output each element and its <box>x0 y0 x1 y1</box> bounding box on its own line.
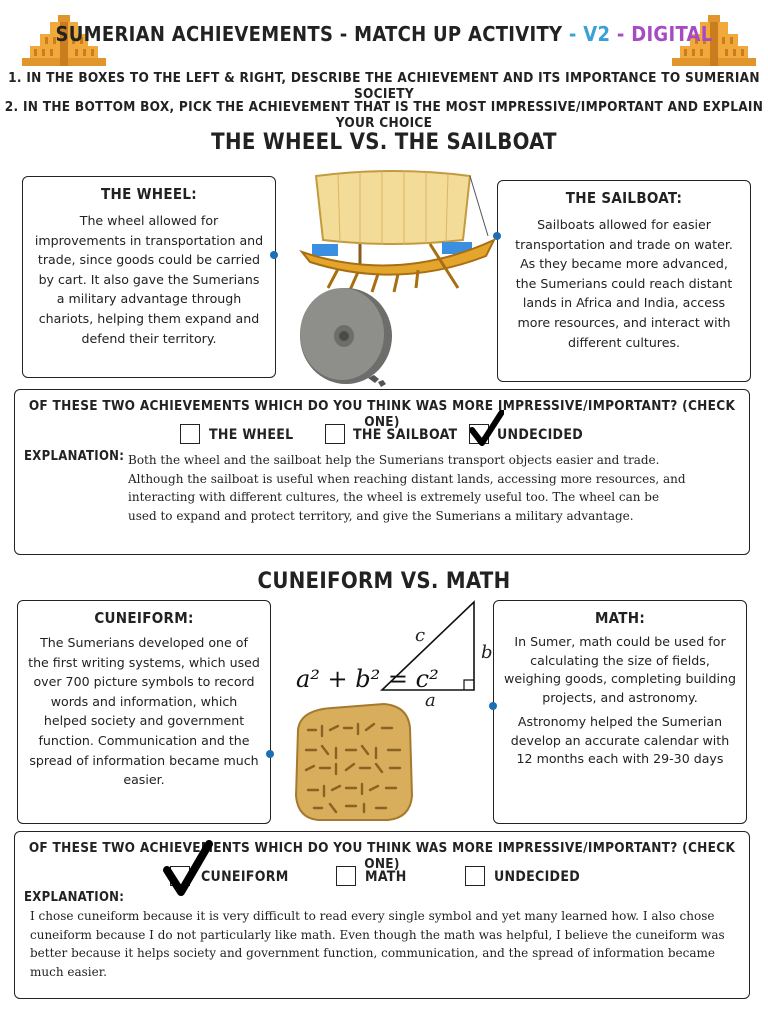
choice-box-2: OF THESE TWO ACHIEVEMENTS WHICH DO YOU T… <box>14 831 750 999</box>
ziggurat-icon <box>22 15 106 66</box>
explanation-text[interactable]: Both the wheel and the sailboat help the… <box>128 453 686 523</box>
wheel-card: THE WHEEL: The wheel allowed for improve… <box>22 176 276 378</box>
title-main: SUMERIAN ACHIEVEMENTS - MATCH UP ACTIVIT… <box>55 22 563 46</box>
title-digital: DIGITAL <box>631 22 713 46</box>
instruction-1: 1. IN THE BOXES TO THE LEFT & RIGHT, DES… <box>8 70 760 102</box>
choice-question: OF THESE TWO ACHIEVEMENTS WHICH DO YOU T… <box>28 840 736 872</box>
ziggurat-icon <box>672 15 756 66</box>
title-separator: - <box>562 22 584 46</box>
math-card-text[interactable]: In Sumer, math could be used for calcula… <box>504 634 736 705</box>
choice-question: OF THESE TWO ACHIEVEMENTS WHICH DO YOU T… <box>28 398 736 430</box>
sailboat-illustration <box>299 170 497 293</box>
page-title: SUMERIAN ACHIEVEMENTS - MATCH UP ACTIVIT… <box>0 22 768 46</box>
checkbox-the-sailboat[interactable] <box>325 424 345 444</box>
cuneiform-card-text[interactable]: The Sumerians developed one of the first… <box>28 635 260 788</box>
checkbox-math[interactable] <box>336 866 356 886</box>
math-card-heading: MATH: <box>594 609 646 627</box>
option-label-the-sailboat[interactable]: THE SAILBOAT <box>353 427 458 443</box>
check-mark-icon <box>470 410 504 446</box>
wheel-card-text[interactable]: The wheel allowed for improvements in tr… <box>34 213 264 346</box>
cuneiform-card-heading: CUNEIFORM: <box>94 609 194 627</box>
title-separator: - <box>610 22 632 46</box>
triangle-label-c: c <box>415 625 426 646</box>
math-card: MATH: In Sumer, math could be used for c… <box>493 600 747 824</box>
choice-box-1: OF THESE TWO ACHIEVEMENTS WHICH DO YOU T… <box>14 389 750 555</box>
option-label-math[interactable]: MATH <box>365 869 407 885</box>
connector-dot <box>493 232 501 240</box>
sailboat-card-text[interactable]: Sailboats allowed for easier transportat… <box>515 217 733 350</box>
check-mark-icon <box>163 840 213 896</box>
checkbox-the-wheel[interactable] <box>180 424 200 444</box>
cuneiform-tablet-illustration <box>294 702 414 821</box>
checkbox-undecided[interactable] <box>465 866 485 886</box>
triangle-label-a: a <box>425 690 436 711</box>
section-title-cuneiform-vs-math: CUNEIFORM VS. MATH <box>257 569 511 594</box>
option-label-the-wheel[interactable]: THE WHEEL <box>209 427 294 443</box>
connector-dot <box>489 702 497 710</box>
right-triangle-illustration <box>380 600 475 691</box>
math-card-text-2[interactable]: Astronomy helped the Sumerian develop an… <box>510 714 730 766</box>
pythagorean-formula: a² + b² = c² <box>296 665 439 693</box>
section-title-wheel-vs-sailboat: THE WHEEL VS. THE SAILBOAT <box>211 130 557 155</box>
triangle-label-b: b <box>481 642 493 663</box>
explanation-label: EXPLANATION: <box>24 890 125 905</box>
option-label-undecided[interactable]: UNDECIDED <box>494 869 580 885</box>
cuneiform-card: CUNEIFORM: The Sumerians developed one o… <box>17 600 271 824</box>
connector-dot <box>270 251 278 259</box>
wheel-card-heading: THE WHEEL: <box>100 185 198 203</box>
connector-dot <box>266 750 274 758</box>
title-version: V2 <box>583 22 611 46</box>
option-label-cuneiform[interactable]: CUNEIFORM <box>201 869 289 885</box>
option-label-undecided[interactable]: UNDECIDED <box>497 427 583 443</box>
sailboat-card-heading: THE SAILBOAT: <box>565 189 683 207</box>
explanation-text[interactable]: I chose cuneiform because it is very dif… <box>30 909 725 979</box>
explanation-label: EXPLANATION: <box>24 449 125 464</box>
instruction-2: 2. IN THE BOTTOM BOX, PICK THE ACHIEVEME… <box>4 99 764 131</box>
sailboat-card: THE SAILBOAT: Sailboats allowed for easi… <box>497 180 751 382</box>
stone-wheel-illustration <box>300 288 392 387</box>
